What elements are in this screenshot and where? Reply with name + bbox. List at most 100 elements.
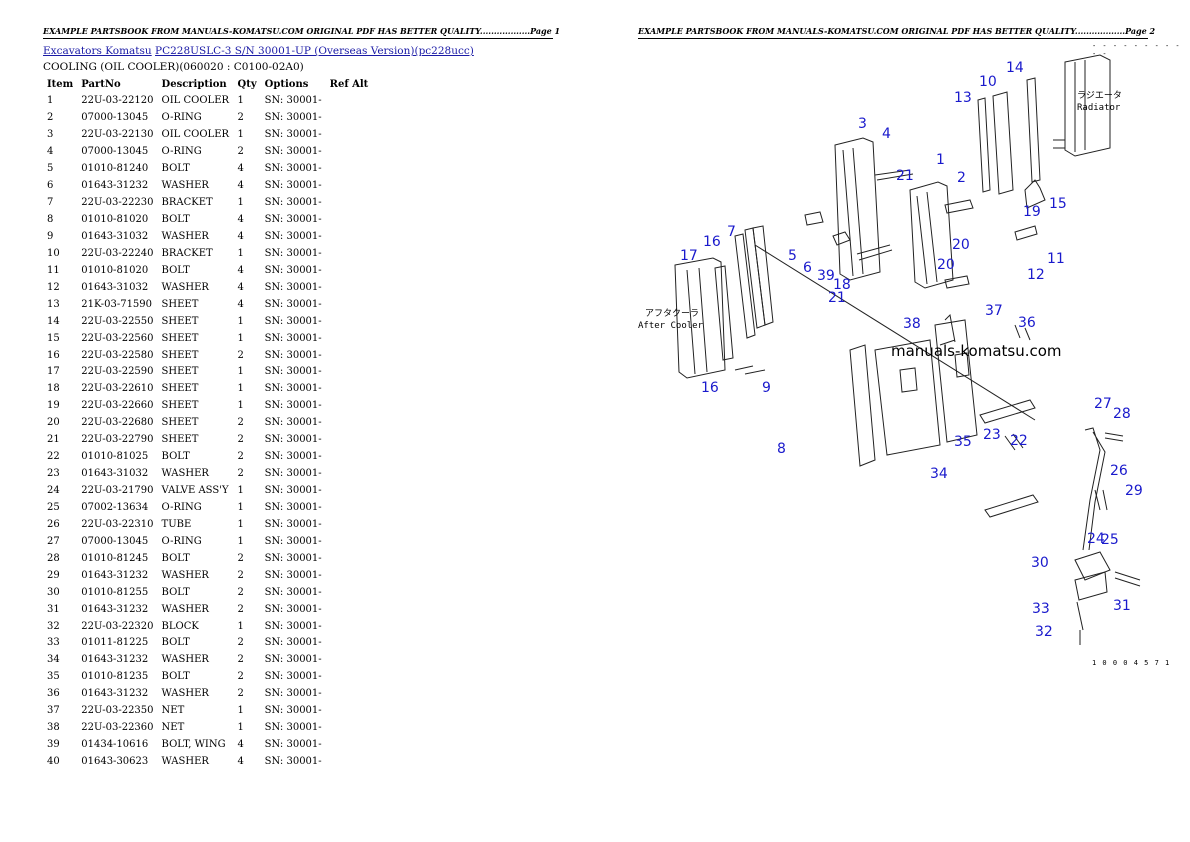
callout-label: 14 [1006,60,1024,76]
callout-label: 36 [1018,315,1036,331]
cell-description: O-RING [161,112,202,124]
cell-qty: 4 [237,230,244,242]
cell-item: 38 [47,722,60,734]
cell-partno: 22U-03-22320 [81,620,154,632]
cell-options: SN: 30001- [264,112,322,124]
cell-options: SN: 30001- [264,264,322,276]
cell-item: 23 [47,468,60,480]
cell-qty: 2 [237,451,244,463]
breadcrumb-link-excavators[interactable]: Excavators Komatsu [43,45,152,57]
callout-label: 18 [833,277,851,293]
cell-description: O-RING [161,535,202,547]
cell-ref-alt [326,669,373,686]
cell-item: 2 [47,112,54,124]
callout-label: 39 [817,268,835,284]
callout-labels: 1234567891011121314151616171819202021212… [680,60,1143,640]
cell-ref-alt [326,279,373,296]
cell-item: 22 [47,451,60,463]
callout-label: 7 [727,224,736,240]
cell-qty: 2 [237,552,244,564]
cell-description: BOLT [161,214,190,226]
cell-options: SN: 30001- [264,180,322,192]
cell-options: SN: 30001- [264,569,322,581]
table-header-row: Item PartNo Description Qty Options Ref … [43,76,372,93]
cell-partno: 01010-81240 [81,163,149,175]
cell-options: SN: 30001- [264,637,322,649]
breadcrumb: Excavators Komatsu PC228USLC-3 S/N 30001… [43,45,474,57]
callout-label: 19 [1023,204,1041,220]
cell-qty: 4 [237,264,244,276]
cell-ref-alt [326,618,373,635]
cell-ref-alt [326,144,373,161]
col-header-ref-alt: Ref Alt [329,79,369,90]
cell-options: SN: 30001- [264,400,322,412]
cell-ref-alt [326,364,373,381]
col-header-options: Options [264,79,309,90]
cell-options: SN: 30001- [264,332,322,344]
cell-partno: 07000-13045 [81,535,149,547]
callout-label: 21 [828,290,846,306]
callout-label: 4 [882,126,891,142]
cell-item: 18 [47,383,60,395]
cell-description: OIL COOLER [161,95,230,107]
cell-description: BOLT [161,637,190,649]
figure-number: 1 0 0 0 4 5 7 1 [1092,659,1171,667]
cell-item: 16 [47,349,60,361]
callout-label: 9 [762,380,771,396]
cell-partno: 01434-10616 [81,739,149,751]
cell-item: 27 [47,535,60,547]
cell-qty: 2 [237,688,244,700]
cell-options: SN: 30001- [264,298,322,310]
cell-description: WASHER [161,569,209,581]
cell-qty: 1 [237,705,244,717]
parts-table: Item PartNo Description Qty Options Ref … [43,76,372,771]
cell-item: 37 [47,705,60,717]
cell-options: SN: 30001- [264,518,322,530]
cell-partno: 01010-81020 [81,264,149,276]
callout-label: 24 [1087,531,1105,547]
cell-qty: 1 [237,129,244,141]
cell-description: VALVE ASS'Y [161,485,229,497]
cell-item: 34 [47,654,60,666]
cell-options: SN: 30001- [264,722,322,734]
cell-item: 25 [47,501,60,513]
callout-label: 35 [954,434,972,450]
cell-options: SN: 30001- [264,383,322,395]
col-header-description: Description [161,79,227,90]
callout-label: 16 [701,380,719,396]
cell-qty: 4 [237,281,244,293]
cell-item: 28 [47,552,60,564]
cell-options: SN: 30001- [264,739,322,751]
callout-label: 38 [903,316,921,332]
callout-label: 2 [957,170,966,186]
radiator-label: Radiator [1077,103,1121,113]
callout-label: 8 [777,441,786,457]
cell-options: SN: 30001- [264,366,322,378]
parts-list-page: EXAMPLE PARTSBOOK FROM MANUALS-KOMATSU.C… [43,26,560,771]
cell-options: SN: 30001- [264,230,322,242]
cell-qty: 2 [237,603,244,615]
cell-description: SHEET [161,349,199,361]
cell-options: SN: 30001- [264,485,322,497]
cell-options: SN: 30001- [264,146,322,158]
cell-ref-alt [326,686,373,703]
cell-options: SN: 30001- [264,163,322,175]
cell-options: SN: 30001- [264,552,322,564]
callout-label: 37 [985,303,1003,319]
cell-ref-alt [326,483,373,500]
cell-partno: 01643-31232 [81,603,149,615]
breadcrumb-link-model[interactable]: PC228USLC-3 S/N 30001-UP (Overseas Versi… [155,45,474,57]
cell-description: NET [161,705,185,717]
callout-label: 17 [680,248,698,264]
